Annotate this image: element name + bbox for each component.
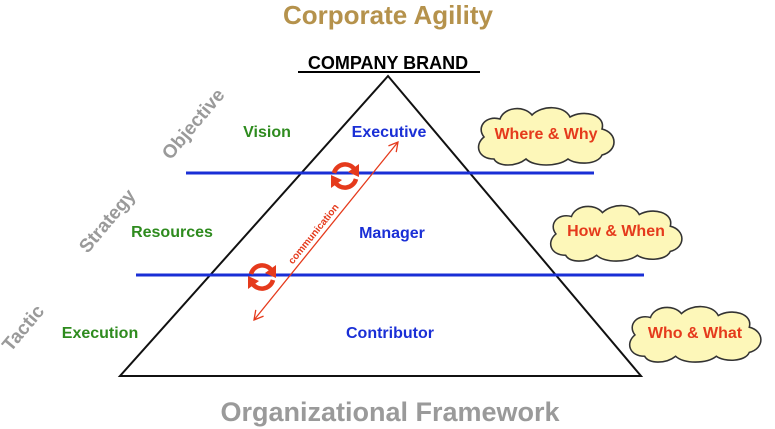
role-manager: Manager	[359, 225, 425, 242]
cloud-text-where-why: Where & Why	[494, 126, 597, 143]
apex-label: COMPANY BRAND	[308, 53, 468, 73]
role-contributor: Contributor	[346, 325, 434, 342]
term-execution: Execution	[62, 325, 138, 342]
communication-arrow	[253, 140, 399, 322]
refresh-cycle-icon	[248, 263, 276, 291]
communication-label: communication	[287, 202, 342, 266]
refresh-cycle-icon	[331, 162, 359, 190]
cloud-text-how-when: How & When	[567, 223, 665, 240]
diagram-footer: Organizational Framework	[220, 397, 560, 427]
tier-label-strategy: Strategy	[75, 185, 140, 257]
term-vision: Vision	[243, 124, 291, 141]
tier-label-objective: Objective	[158, 85, 229, 164]
cloud-text-who-what: Who & What	[648, 325, 743, 342]
role-executive: Executive	[352, 124, 427, 141]
term-resources: Resources	[131, 224, 213, 241]
tier-label-tactic: Tactic	[0, 301, 49, 356]
diagram-title: Corporate Agility	[283, 0, 493, 30]
